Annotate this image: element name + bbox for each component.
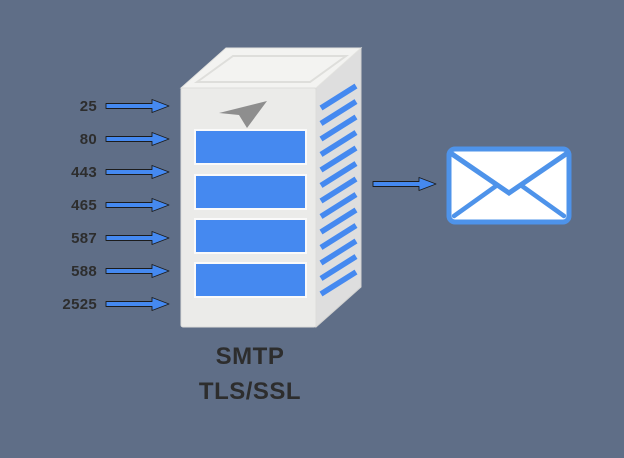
envelope-icon	[446, 146, 572, 225]
server-slot	[194, 218, 307, 254]
server-slot	[194, 129, 307, 165]
smtp-server	[179, 46, 363, 329]
port-row: 80	[55, 129, 171, 149]
port-label: 443	[71, 163, 97, 181]
right-arrow-icon	[105, 132, 170, 146]
server-front-panel	[180, 87, 317, 328]
port-label: 465	[71, 196, 97, 214]
port-row: 443	[55, 162, 171, 182]
right-arrow-icon	[105, 99, 170, 113]
port-row: 25	[55, 96, 171, 116]
right-arrow-icon	[105, 165, 170, 179]
right-arrow-icon	[372, 177, 437, 191]
paper-plane-icon	[219, 101, 267, 128]
port-row: 2525	[55, 294, 171, 314]
right-arrow-icon	[105, 198, 170, 212]
port-row: 588	[55, 261, 171, 281]
vent-grill	[319, 83, 358, 297]
port-label: 80	[79, 130, 97, 148]
server-side-panel	[315, 46, 362, 329]
server-slot	[194, 262, 307, 298]
server-slot	[194, 174, 307, 210]
server-caption: SMTP TLS/SSL	[155, 339, 345, 409]
port-label: 25	[79, 97, 97, 115]
port-label: 2525	[62, 295, 97, 313]
port-label: 587	[71, 229, 97, 247]
port-row: 587	[55, 228, 171, 248]
server-slots	[194, 129, 307, 298]
server-caption-line2: TLS/SSL	[198, 378, 302, 405]
port-label: 588	[71, 262, 97, 280]
right-arrow-icon	[105, 297, 170, 311]
right-arrow-icon	[105, 264, 170, 278]
port-row: 465	[55, 195, 171, 215]
server-caption-line1: SMTP	[215, 343, 285, 370]
right-arrow-icon	[105, 231, 170, 245]
